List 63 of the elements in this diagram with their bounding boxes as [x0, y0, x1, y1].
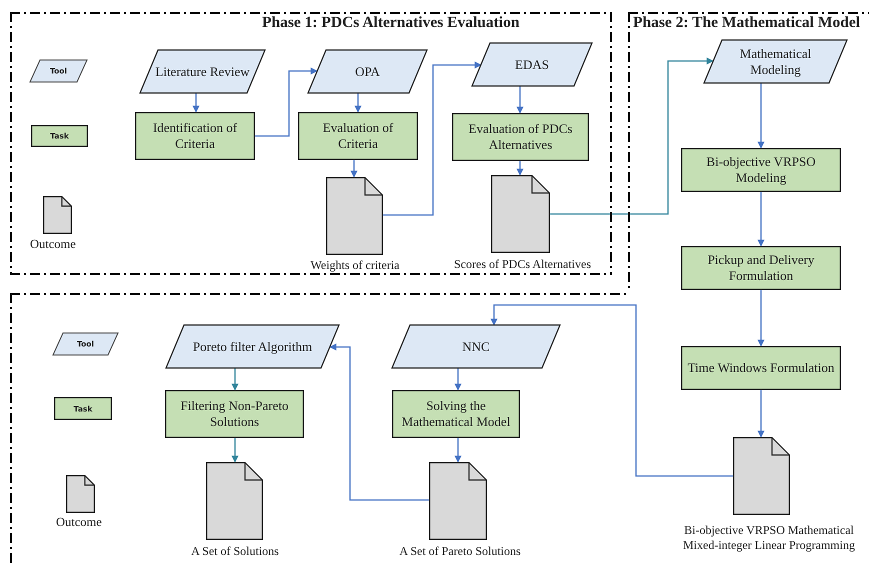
arrow — [232, 368, 238, 391]
task-label: Filtering Non-Pareto Solutions — [180, 398, 290, 430]
task-label: Identification of Criteria — [152, 120, 238, 152]
arrow — [758, 192, 764, 247]
outcome-caption: A Set of Solutions — [190, 544, 280, 559]
task-box — [681, 246, 841, 290]
arrow — [354, 93, 362, 113]
tool-parallelogram — [704, 40, 847, 83]
tool-label: OPA — [355, 64, 380, 80]
outcome-document-icon — [429, 462, 487, 540]
tool-parallelogram — [166, 325, 339, 368]
task-label: Pickup and Delivery Formulation — [706, 252, 816, 284]
outcome-document-icon — [733, 437, 790, 515]
arrow — [454, 368, 462, 391]
task-box — [298, 112, 418, 160]
phase-title: Phase 2: The Mathematical Model — [633, 14, 860, 32]
tool-parallelogram — [308, 50, 427, 93]
arrow — [192, 93, 200, 113]
arrow — [516, 161, 524, 176]
tool-parallelogram — [392, 325, 560, 368]
arrow — [383, 62, 482, 216]
task-box — [135, 112, 255, 160]
outcome-caption: Weights of criteria — [310, 258, 400, 273]
outcome-document-icon — [206, 462, 263, 540]
tool-parallelogram — [472, 43, 592, 86]
phase-region — [628, 12, 869, 292]
task-label: Bi-objective VRPSO Modeling — [705, 154, 817, 186]
arrow — [550, 58, 714, 215]
outcome-document-icon — [326, 177, 383, 255]
task-label: Evaluation of PDCs Alternatives — [468, 121, 574, 153]
arrow — [490, 304, 733, 477]
outcome-caption: Bi-objective VRPSO Mathematical Mixed-integer Linear Programming — [682, 523, 856, 553]
arrow — [454, 438, 462, 463]
tool-parallelogram — [140, 50, 265, 93]
tool-label: Poreto filter Algorithm — [192, 338, 312, 354]
tool-label: Mathematical Modeling — [738, 46, 812, 78]
arrow — [758, 290, 764, 347]
phase-region — [10, 293, 628, 565]
legend-text: Outcome — [30, 237, 76, 252]
task-box — [452, 113, 589, 161]
task-label: Time Windows Formulation — [688, 360, 834, 376]
outcome-caption: Scores of PDCs Alternatives — [453, 257, 592, 272]
arrow — [758, 390, 764, 438]
arrow — [758, 83, 764, 149]
arrow — [329, 344, 429, 501]
tool-label: NNC — [462, 338, 490, 354]
arrow — [255, 68, 318, 137]
outcome-document-icon — [491, 175, 550, 253]
phase-title: Phase 1: PDCs Alternatives Evaluation — [262, 14, 520, 32]
tool-label: Literature Review — [155, 64, 250, 80]
tool-label: EDAS — [515, 56, 549, 72]
task-box — [165, 390, 304, 438]
task-label: Solving the Mathematical Model — [400, 398, 512, 430]
phase-region — [10, 12, 612, 275]
arrow — [516, 86, 524, 114]
task-box — [681, 346, 841, 390]
task-label: Evaluation of Criteria — [322, 120, 394, 152]
task-box — [392, 390, 520, 438]
arrow — [350, 160, 358, 178]
arrow — [232, 438, 238, 463]
outcome-caption: A Set of Pareto Solutions — [398, 544, 522, 559]
legend-text: Outcome — [56, 515, 102, 530]
task-box — [681, 148, 841, 192]
